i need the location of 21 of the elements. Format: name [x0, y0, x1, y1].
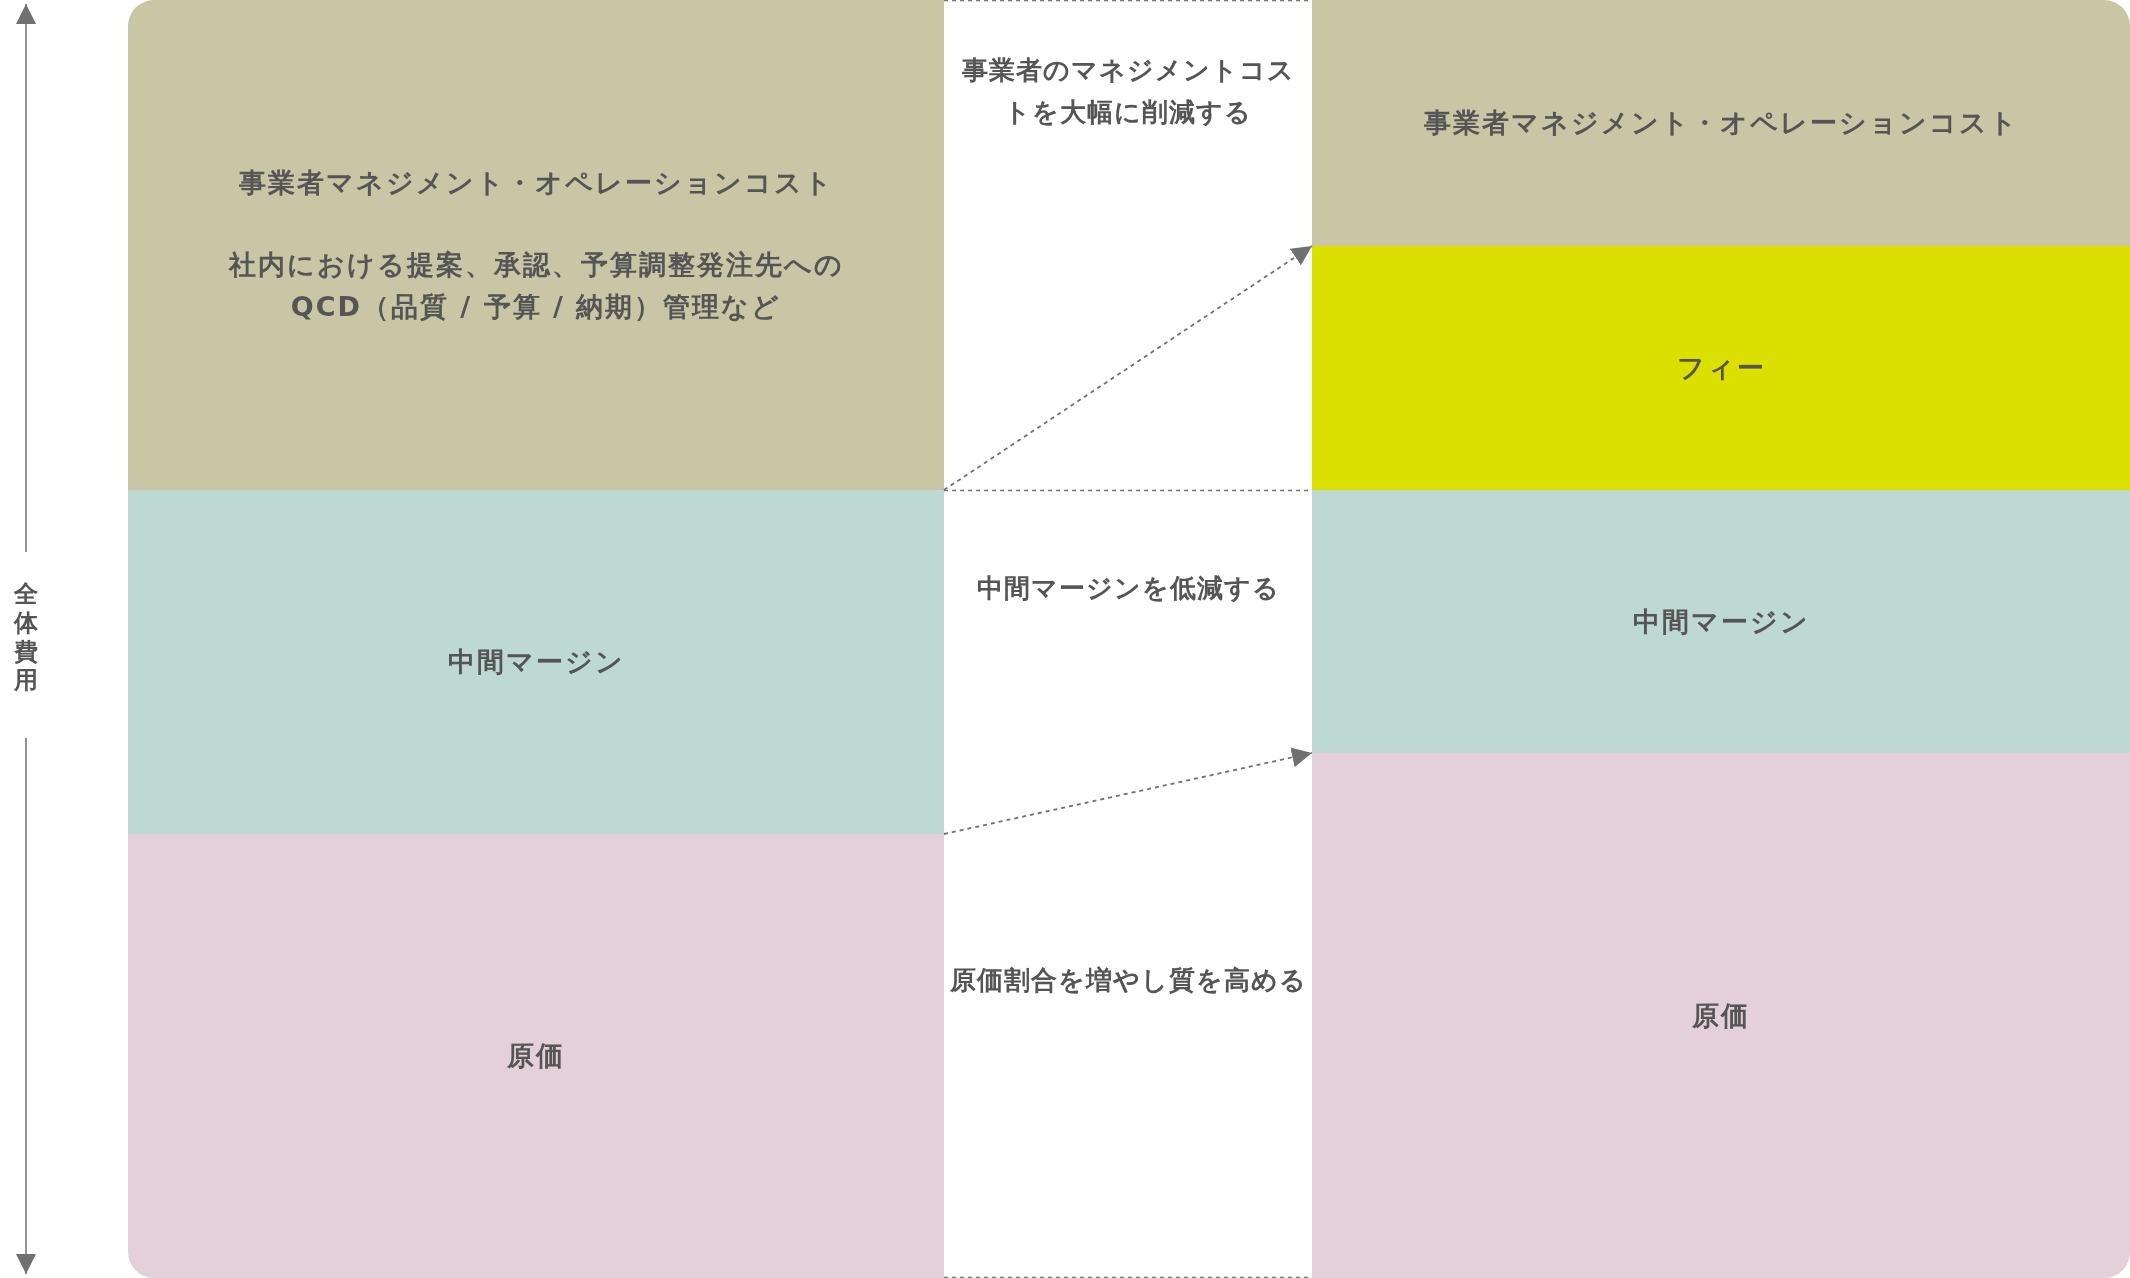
band-heading: 事業者マネジメント・オペレーションコスト	[1423, 106, 2019, 141]
cost-band	[128, 0, 944, 490]
arrow	[943, 245, 1313, 491]
axis-label: 全体費用	[12, 580, 39, 696]
band-heading: 原価	[1692, 998, 1750, 1033]
cost-band	[128, 490, 944, 834]
cost-band	[1312, 490, 2130, 753]
fee-band	[1312, 246, 2130, 490]
note-text: 事業者のマネジメントコストを大幅に削減する	[960, 54, 1296, 129]
band-heading: 中間マージン	[1632, 604, 1810, 639]
cost-band	[1312, 0, 2130, 246]
cost-band	[1312, 753, 2130, 1278]
arrow	[943, 747, 1313, 835]
cost-band	[128, 834, 944, 1278]
note-text: 原価割合を増やし質を高める	[948, 964, 1308, 997]
band-description: 社内における提案、承認、予算調整発注先への QCD（品質 / 予算 / 納期）管理など	[227, 248, 845, 324]
note-text: 中間マージンを低減する	[975, 572, 1281, 605]
band-heading: フィー	[1676, 351, 1766, 386]
band-heading: 中間マージン	[447, 645, 625, 680]
band-heading: 原価	[507, 1039, 565, 1074]
band-heading: 事業者マネジメント・オペレーションコスト	[238, 166, 834, 201]
